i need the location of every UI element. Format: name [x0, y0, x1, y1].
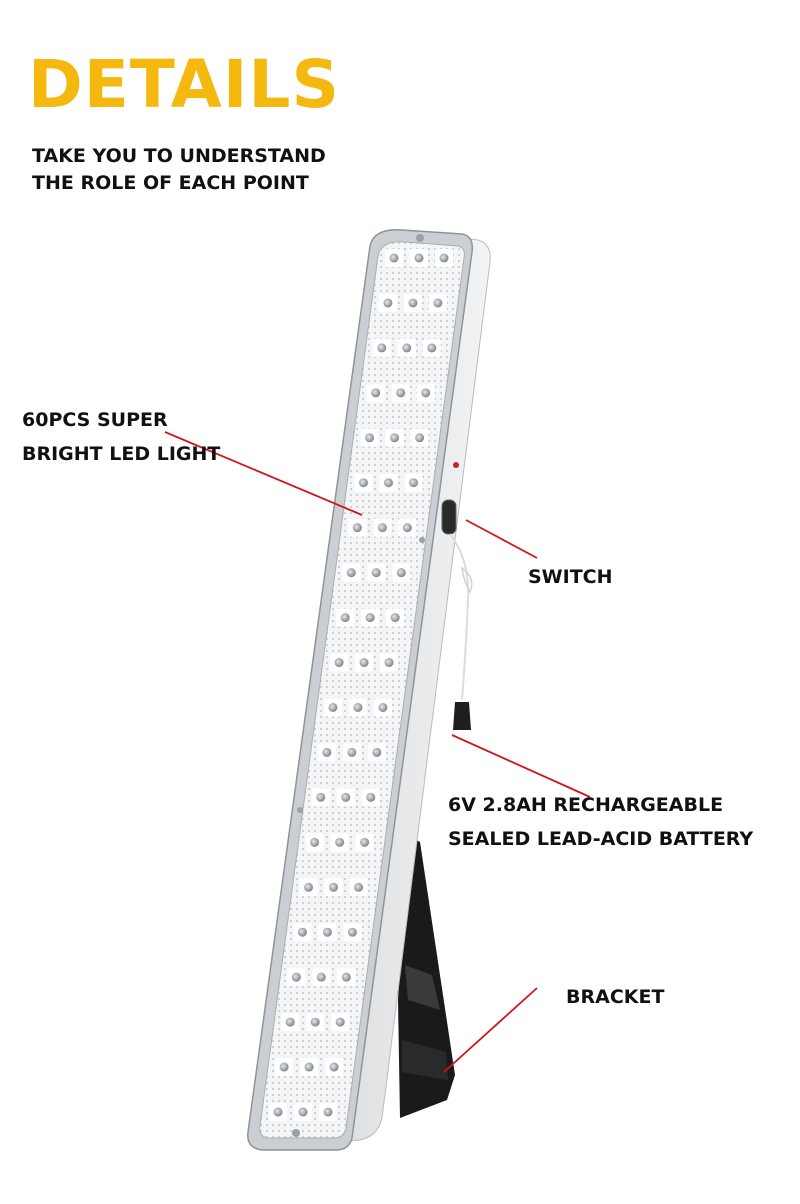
leader-line-battery	[451, 734, 591, 798]
led-bulb	[273, 1107, 283, 1117]
led-bulb	[390, 613, 400, 623]
led-bulb	[402, 343, 412, 353]
subtitle-line-2: THE ROLE OF EACH POINT	[32, 172, 309, 194]
screw-low	[297, 807, 303, 813]
led-bulb	[353, 702, 363, 712]
led-bulb	[372, 747, 382, 757]
led-bulb	[396, 568, 406, 578]
led-bulb	[335, 837, 345, 847]
led-bulb	[378, 702, 388, 712]
callout-led-light: 60PCS SUPER BRIGHT LED LIGHT	[22, 403, 220, 471]
led-bulb	[341, 972, 351, 982]
led-bulb	[371, 388, 381, 398]
led-bulb	[421, 388, 431, 398]
led-bulb	[347, 747, 357, 757]
page-subtitle: TAKE YOU TO UNDERSTAND THE ROLE OF EACH …	[32, 143, 326, 197]
led-bulb	[427, 343, 437, 353]
callout-battery-line-2: SEALED LEAD-ACID BATTERY	[448, 828, 754, 850]
led-bulb	[297, 927, 307, 937]
led-bulb	[329, 1062, 339, 1072]
led-bulb	[354, 882, 364, 892]
led-bulb	[347, 927, 357, 937]
led-bulb	[304, 1062, 314, 1072]
pull-cord	[449, 533, 470, 701]
pull-cord-knob-icon[interactable]	[453, 702, 471, 730]
callout-led-line-2: BRIGHT LED LIGHT	[22, 443, 221, 465]
led-bulb	[383, 298, 393, 308]
led-bulb	[310, 1017, 320, 1027]
led-bulb	[328, 702, 338, 712]
led-bulb	[279, 1062, 289, 1072]
led-bulb	[371, 568, 381, 578]
page-title: DETAILS	[28, 46, 340, 123]
led-bulb	[316, 792, 326, 802]
led-bulb	[377, 523, 387, 533]
callout-bracket-line-1: BRACKET	[566, 986, 665, 1008]
led-bulb	[408, 298, 418, 308]
led-bulb	[352, 523, 362, 533]
led-bulb	[346, 568, 356, 578]
led-bulb	[439, 253, 449, 263]
callout-switch: SWITCH	[528, 560, 613, 594]
led-bulb	[384, 658, 394, 668]
led-bulb	[323, 1107, 333, 1117]
callout-led-line-1: 60PCS SUPER	[22, 409, 168, 431]
led-bulb	[298, 1107, 308, 1117]
led-bulb	[359, 658, 369, 668]
led-bulb	[310, 837, 320, 847]
subtitle-line-1: TAKE YOU TO UNDERSTAND	[32, 145, 326, 167]
leader-line-switch	[465, 519, 538, 559]
led-bulb	[389, 253, 399, 263]
led-bulb	[366, 792, 376, 802]
callout-bracket: BRACKET	[566, 980, 664, 1014]
led-bulb	[335, 1017, 345, 1027]
led-bulb	[334, 658, 344, 668]
screw-top	[416, 234, 424, 242]
led-bulb	[383, 478, 393, 488]
led-bulb	[396, 388, 406, 398]
led-bulb	[433, 298, 443, 308]
led-bulb	[358, 478, 368, 488]
led-bulb	[365, 613, 375, 623]
callout-switch-line-1: SWITCH	[528, 566, 613, 588]
led-bulb	[415, 433, 425, 443]
led-bulb	[408, 478, 418, 488]
led-bulb	[414, 253, 424, 263]
led-array	[269, 249, 453, 1121]
indicator-light	[453, 462, 459, 468]
screw-mid	[419, 537, 425, 543]
led-bulb	[322, 747, 332, 757]
leader-lines	[164, 431, 591, 1073]
leader-line-led	[164, 431, 363, 516]
bracket-stand	[398, 835, 455, 1118]
led-bulb	[329, 882, 339, 892]
led-bulb	[365, 433, 375, 443]
callout-battery-line-1: 6V 2.8AH RECHARGEABLE	[448, 794, 724, 816]
callout-battery: 6V 2.8AH RECHARGEABLE SEALED LEAD-ACID B…	[448, 788, 753, 856]
led-bulb	[377, 343, 387, 353]
screw-bottom	[292, 1129, 300, 1137]
led-bulb	[304, 882, 314, 892]
led-bulb	[322, 927, 332, 937]
switch-icon[interactable]	[441, 499, 457, 535]
led-bulb	[316, 972, 326, 982]
led-panel	[259, 241, 465, 1139]
led-bulb	[340, 613, 350, 623]
led-bulb	[285, 1017, 295, 1027]
led-bulb	[291, 972, 301, 982]
led-bulb	[341, 792, 351, 802]
led-bulb	[360, 837, 370, 847]
led-bulb	[390, 433, 400, 443]
led-bulb	[402, 523, 412, 533]
leader-line-bracket	[443, 987, 538, 1073]
